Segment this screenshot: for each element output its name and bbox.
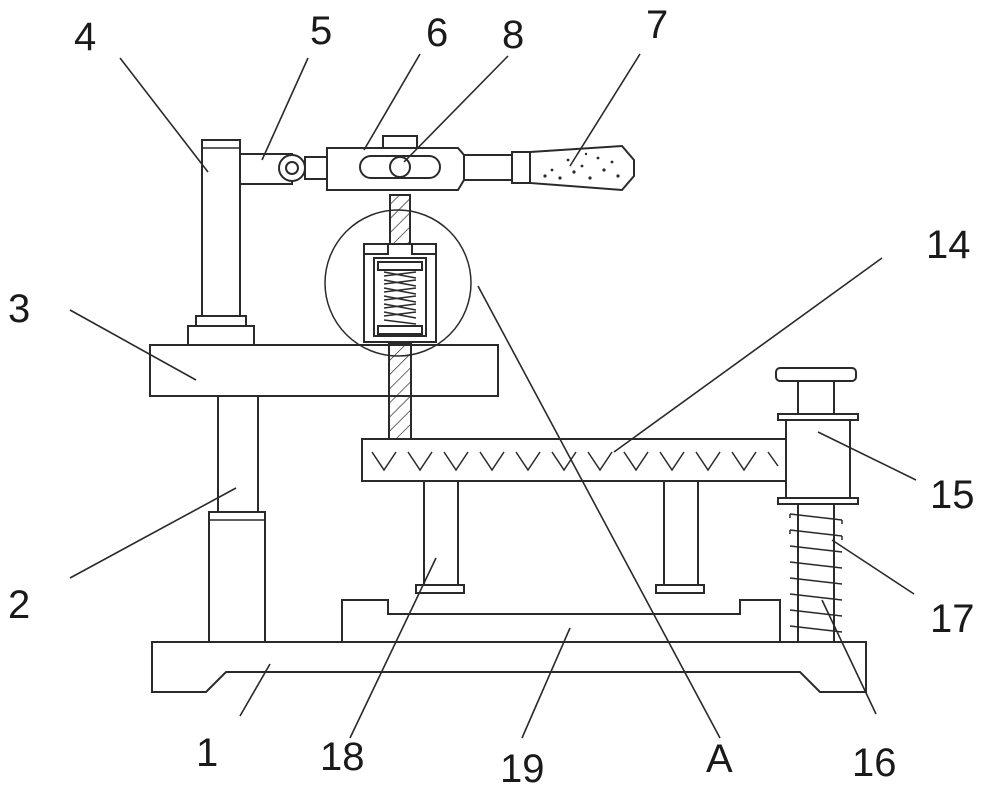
column-lower-sleeve [208, 511, 266, 643]
pivot-pin-inner [285, 161, 299, 175]
leader-lines [69, 53, 917, 739]
label-6: 6 [426, 11, 448, 55]
label-17: 17 [930, 597, 975, 641]
crossbeam [149, 344, 499, 397]
plate-leg-right [663, 480, 699, 586]
screw-rod-lower [388, 343, 412, 440]
label-14: 14 [926, 223, 971, 267]
grip-texture [543, 152, 620, 180]
inner-spring [383, 271, 417, 325]
label-2: 2 [8, 583, 30, 627]
label-3: 3 [8, 287, 30, 331]
label-7: 7 [646, 3, 668, 47]
label-1: 1 [196, 731, 218, 775]
column-upper-rod [217, 395, 259, 513]
handle-collar [511, 151, 531, 184]
label-18: 18 [320, 735, 365, 779]
handle-grip [529, 144, 635, 192]
guide-sleeve [785, 419, 851, 499]
plate-leg-left-foot [415, 584, 465, 594]
plate-leg-right-foot [655, 584, 705, 594]
label-A: A [706, 737, 733, 781]
slider-top-cap [382, 135, 418, 149]
lower-die [341, 599, 781, 643]
plate-leg-left [423, 480, 459, 586]
cup-bottom-plate [377, 325, 423, 335]
label-4: 4 [74, 15, 96, 59]
label-15: 15 [930, 473, 975, 517]
screw-rod-upper [389, 194, 411, 248]
guide-rod-top [797, 380, 835, 415]
vertical-post [201, 139, 241, 317]
housing-top-right [411, 243, 437, 255]
plate-pattern [371, 451, 779, 472]
label-16: 16 [852, 741, 897, 785]
label-8: 8 [502, 13, 524, 57]
post-base-collar [195, 315, 247, 327]
post-base-block [187, 325, 255, 346]
link-arm-2 [304, 156, 328, 180]
guide-cap [775, 367, 857, 382]
label-19: 19 [500, 747, 545, 789]
lever-bar [459, 154, 516, 181]
cup-top-plate [377, 261, 423, 271]
label-5: 5 [310, 9, 332, 53]
pressing-plate [361, 438, 788, 482]
housing-top-left [363, 243, 389, 255]
return-spring [789, 513, 843, 633]
detail-circle-A [324, 209, 472, 357]
guide-rod-lower [797, 503, 835, 643]
base-plate [151, 641, 867, 693]
